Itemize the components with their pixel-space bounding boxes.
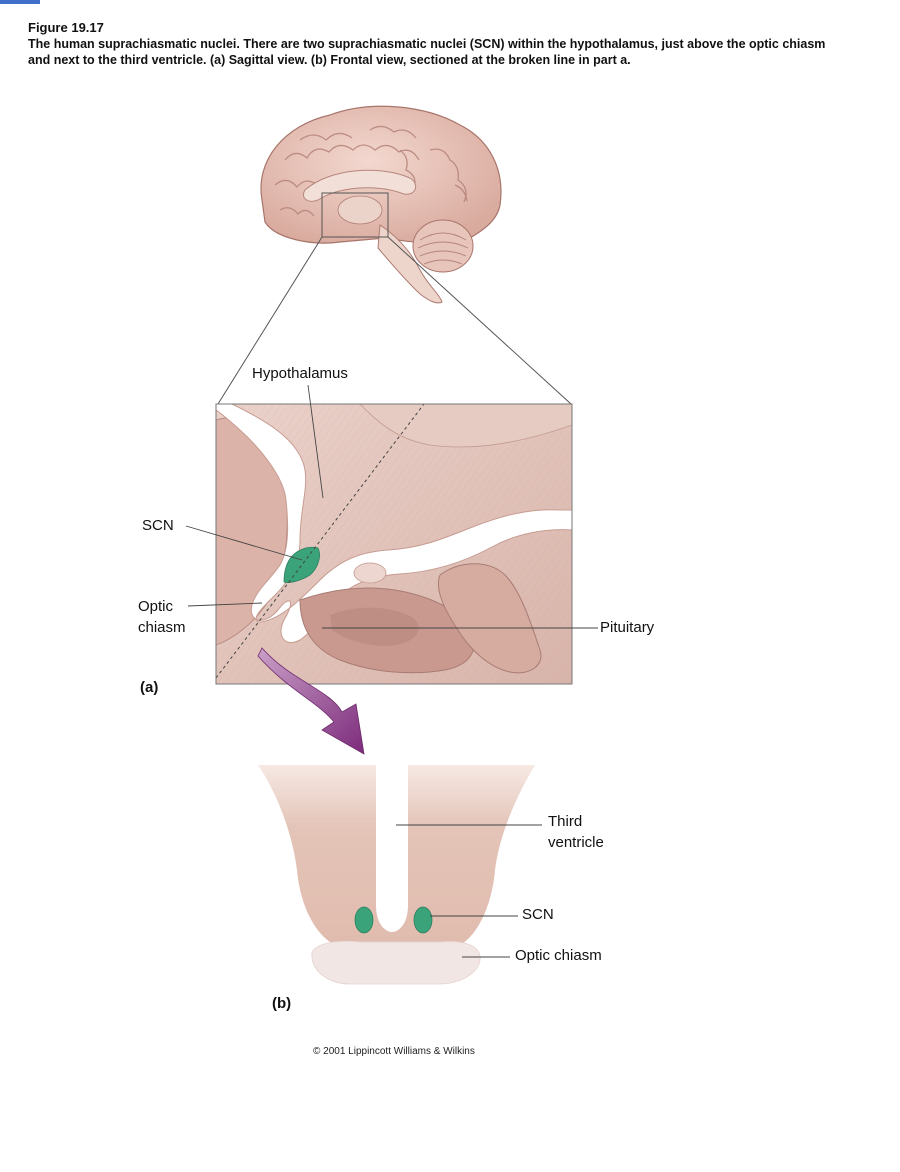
zoom-line-right	[387, 236, 572, 405]
label-pituitary: Pituitary	[600, 619, 655, 636]
zoom-line-left	[217, 236, 323, 405]
panel-b-letter: (b)	[272, 995, 292, 1012]
label-optic-chiasm-a-line2: chiasm	[138, 619, 186, 636]
label-scn-b: SCN	[522, 906, 554, 923]
panel-b-leader-lines	[396, 824, 542, 958]
panel-a-letter: (a)	[140, 679, 159, 696]
label-optic-chiasm-a-line1: Optic	[138, 598, 174, 615]
figure-caption: The human suprachiasmatic nuclei. There …	[28, 37, 826, 67]
label-third-ventricle-line1: Third	[548, 813, 583, 830]
label-third-ventricle-line2: ventricle	[548, 834, 604, 851]
figure-title: Figure 19.17	[28, 20, 104, 35]
label-optic-chiasm-b: Optic chiasm	[515, 947, 602, 964]
figure-header: Figure 19.17 The human suprachiasmatic n…	[28, 20, 848, 68]
corner-tab	[0, 0, 40, 4]
section-arrow	[257, 647, 365, 755]
scn-right	[413, 906, 433, 934]
label-hypothalamus: Hypothalamus	[252, 365, 348, 382]
sagittal-brain-illustration	[260, 105, 502, 304]
scn-left	[354, 906, 374, 934]
panel-b-frontal-view	[258, 765, 535, 985]
panel-a-leader-lines	[185, 384, 598, 629]
panel-a-sagittal-view	[215, 403, 573, 685]
copyright-notice: © 2001 Lippincott Williams & Wilkins	[313, 1046, 475, 1057]
label-scn-a: SCN	[142, 517, 174, 534]
